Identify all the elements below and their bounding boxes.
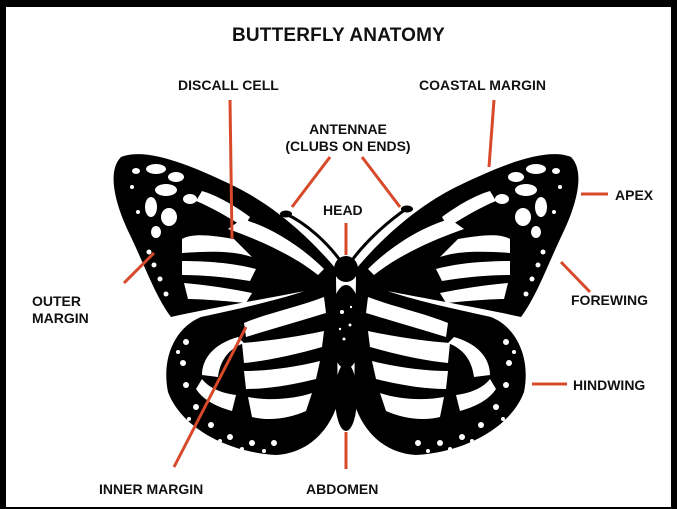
label-head: HEAD (323, 202, 363, 219)
diagram-frame: BUTTERFLY ANATOMY DISCALL CELL COASTAL M… (6, 7, 671, 507)
diagram-title: BUTTERFLY ANATOMY (6, 25, 671, 47)
label-apex: APEX (615, 187, 653, 204)
leader-coastal-margin (489, 100, 494, 167)
leader-antenna-left (292, 157, 330, 207)
right-wings (354, 154, 578, 455)
label-antennae-line2: (CLUBS ON ENDS) (268, 138, 428, 155)
label-outer-margin-line1: OUTER (32, 293, 89, 310)
label-hindwing: HINDWING (573, 377, 645, 394)
leader-antenna-right (362, 157, 400, 207)
label-discal-cell: DISCALL CELL (178, 77, 279, 94)
label-outer-margin-line2: MARGIN (32, 310, 89, 327)
label-outer-margin: OUTER MARGIN (32, 293, 89, 327)
label-forewing: FOREWING (571, 292, 648, 309)
label-antennae-line1: ANTENNAE (268, 121, 428, 138)
label-coastal-margin: COASTAL MARGIN (419, 77, 546, 94)
label-inner-margin: INNER MARGIN (99, 481, 203, 498)
label-antennae: ANTENNAE (CLUBS ON ENDS) (268, 121, 428, 155)
butterfly-diagram (6, 7, 671, 507)
leader-forewing (561, 262, 590, 292)
label-abdomen: ABDOMEN (306, 481, 378, 498)
leader-discal-cell (230, 100, 232, 239)
left-wings (114, 154, 338, 455)
